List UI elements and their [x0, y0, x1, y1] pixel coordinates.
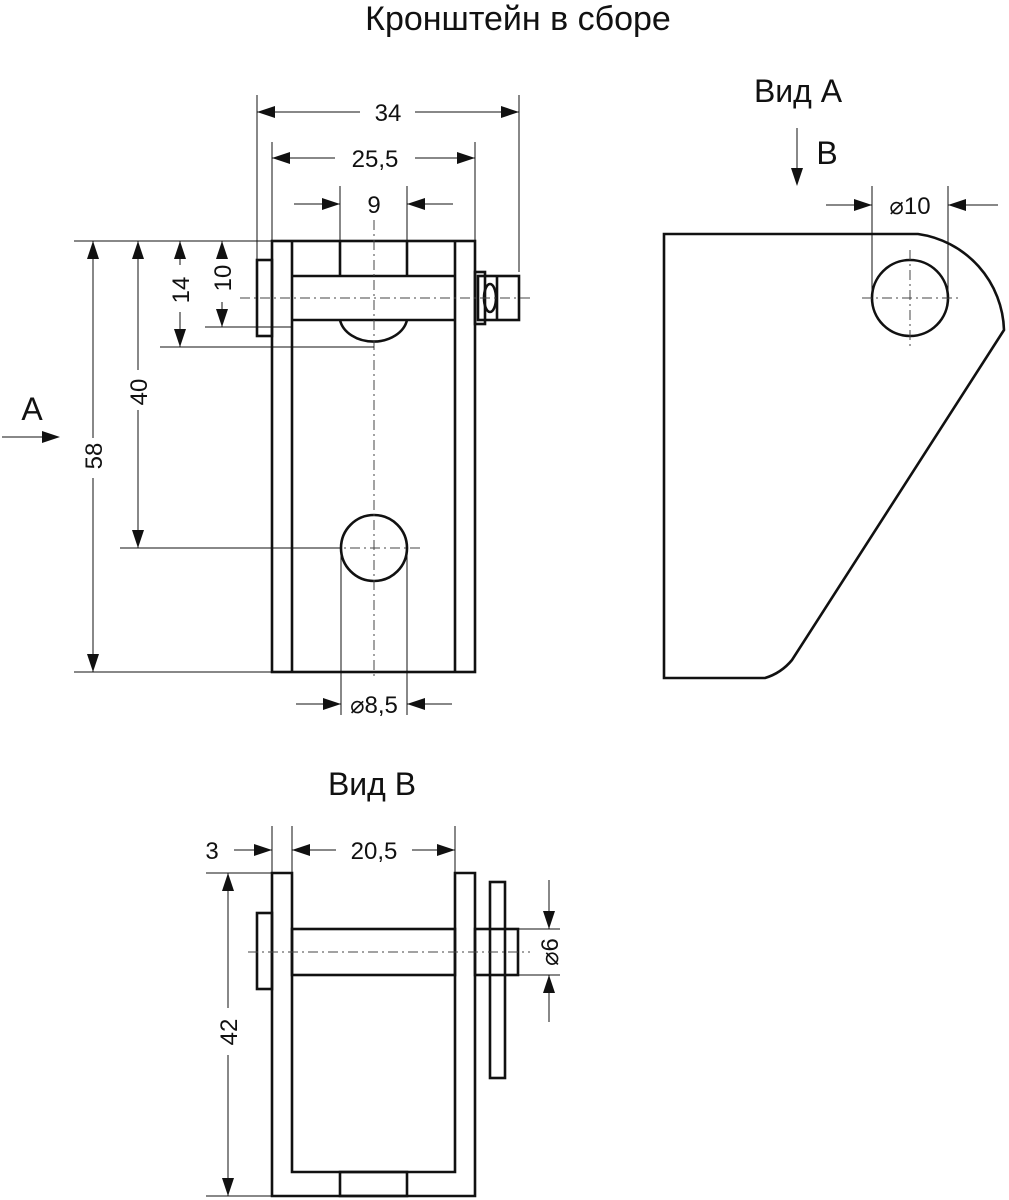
main-view: 34 25,5 9 ⌀8,5 — [2, 95, 530, 719]
view-a-outline — [662, 232, 1006, 680]
view-b-cotter — [488, 880, 507, 1080]
dim-hole-dia-10: ⌀10 — [826, 193, 998, 220]
view-b: Вид В 3 20,5 — [205, 766, 564, 1198]
dim-height-40: 40 — [126, 241, 153, 548]
drawing-title: Кронштейн в сборе — [365, 0, 671, 38]
svg-text:В: В — [816, 135, 837, 171]
main-pin-end — [476, 274, 521, 322]
svg-text:14: 14 — [168, 277, 195, 304]
svg-text:34: 34 — [375, 100, 402, 127]
dim-pin-dia-6: ⌀6 — [537, 880, 564, 1022]
dim-inner-20-5: 20,5 — [292, 838, 455, 865]
dim-hole-dia-8-5: ⌀8,5 — [296, 692, 452, 719]
svg-text:⌀6: ⌀6 — [537, 938, 564, 966]
svg-text:10: 10 — [210, 265, 237, 292]
view-b-pin-head — [255, 911, 274, 991]
dim-width-34: 34 — [257, 100, 519, 127]
svg-text:A: A — [21, 391, 43, 427]
svg-text:25,5: 25,5 — [352, 146, 399, 173]
main-pin-head — [255, 258, 274, 338]
dim-slot-9: 9 — [294, 192, 453, 219]
dim-wall-3: 3 — [205, 838, 272, 865]
svg-text:42: 42 — [216, 1019, 243, 1046]
view-a: Вид А В ⌀10 — [662, 73, 1006, 680]
dim-height-14: 14 — [168, 241, 195, 347]
svg-text:40: 40 — [126, 379, 153, 406]
svg-text:⌀8,5: ⌀8,5 — [350, 692, 398, 719]
view-b-bottom-slot — [338, 1170, 409, 1198]
view-b-title: Вид В — [328, 766, 416, 802]
dim-height-42: 42 — [216, 873, 243, 1196]
svg-text:3: 3 — [205, 838, 218, 865]
dim-height-10: 10 — [210, 241, 237, 327]
svg-text:58: 58 — [81, 443, 108, 470]
view-b-channel-outline — [270, 871, 477, 1198]
svg-text:9: 9 — [367, 192, 380, 219]
dim-height-58: 58 — [81, 241, 108, 672]
svg-text:⌀10: ⌀10 — [889, 193, 930, 220]
dim-width-25-5: 25,5 — [272, 146, 475, 173]
view-a-title: Вид А — [754, 73, 843, 109]
view-arrow-b: В — [791, 128, 838, 186]
view-arrow-a: A — [2, 391, 60, 443]
svg-text:20,5: 20,5 — [351, 838, 398, 865]
